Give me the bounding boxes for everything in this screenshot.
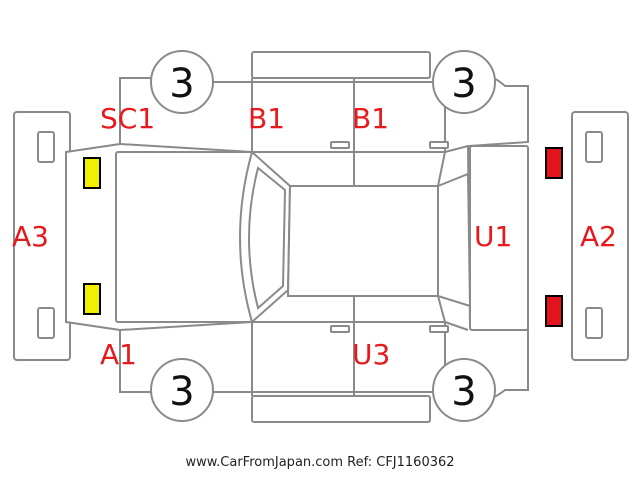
- roof-panel: [286, 185, 439, 297]
- trunk-lid: [469, 145, 529, 331]
- top-side-panels: [251, 51, 431, 423]
- rear-bumper: [571, 111, 629, 361]
- wheel-rear-top: 3: [432, 50, 496, 114]
- code-a2: A2: [580, 220, 617, 253]
- code-a1: A1: [100, 338, 137, 371]
- wheel-front-bottom-grade: 3: [169, 369, 194, 415]
- wheel-front-top: 3: [150, 50, 214, 114]
- wheel-front-bottom: 3: [150, 358, 214, 422]
- code-u3: U3: [352, 338, 390, 371]
- code-b1-left: B1: [248, 102, 285, 135]
- reference-footer: www.CarFromJapan.com Ref: CFJ1160362: [185, 455, 455, 470]
- rear-window: [437, 172, 472, 308]
- wheel-rear-bottom: 3: [432, 358, 496, 422]
- door-lines: [119, 78, 446, 396]
- headlight-top: [83, 157, 101, 189]
- code-sc1: SC1: [100, 102, 155, 135]
- door-handles: [330, 141, 449, 333]
- taillight-top: [545, 147, 563, 179]
- wheel-front-top-grade: 3: [169, 61, 194, 107]
- code-b1-right: B1: [352, 102, 389, 135]
- headlight-bottom: [83, 283, 101, 315]
- hood-panel: [115, 151, 253, 323]
- code-a3: A3: [12, 220, 49, 253]
- code-u1: U1: [474, 220, 512, 253]
- wheel-rear-bottom-grade: 3: [451, 369, 476, 415]
- wheel-rear-top-grade: 3: [451, 61, 476, 107]
- taillight-bottom: [545, 295, 563, 327]
